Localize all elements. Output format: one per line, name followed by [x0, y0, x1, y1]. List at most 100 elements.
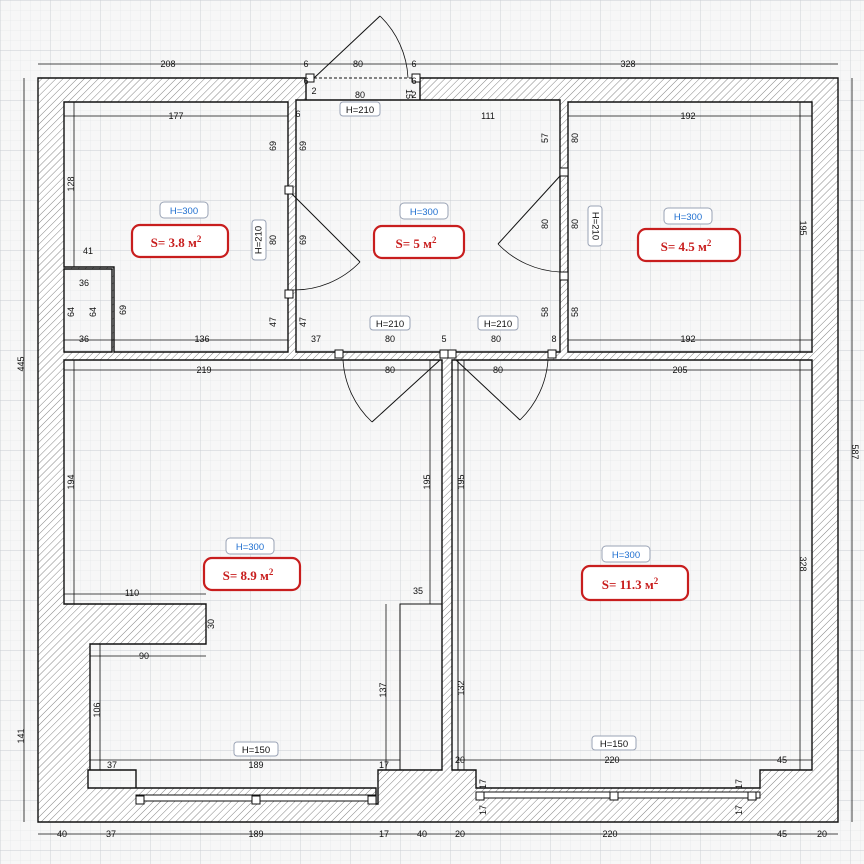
partition-lines: [64, 360, 459, 770]
dim-r5-20: 20: [455, 755, 465, 765]
door-height-room4: H=210: [376, 319, 404, 330]
entry-dimensions: 6 6 80 6 6 80 15 2 2 6 111: [295, 59, 494, 121]
dim-r4-30: 30: [206, 619, 216, 629]
dim-c-80a: 69: [298, 235, 308, 245]
dim-c-58a: 58: [540, 307, 550, 317]
dim-left-upper: 445: [16, 356, 26, 371]
dim-entry-80b: 80: [355, 90, 365, 100]
dim-bottom-3: 189: [248, 829, 263, 839]
dim-r4-106: 106: [92, 702, 102, 717]
dim-c-80d: 80: [385, 365, 395, 375]
dim-r4-37: 37: [107, 760, 117, 770]
dim-top-left: 208: [160, 59, 175, 69]
doors: [284, 15, 569, 423]
dim-bottom-8: 45: [777, 829, 787, 839]
dim-bottom-6: 20: [455, 829, 465, 839]
dim-r3-192a: 192: [680, 111, 695, 121]
dim-r1-41: 41: [83, 246, 93, 256]
dim-entry-6e: 6: [295, 109, 300, 119]
dim-entry-2a: 2: [311, 86, 316, 96]
room1-dimensions: 177 128 41 36 64 64 36 69 136 69 69 47 8…: [66, 111, 308, 344]
dim-r4-195: 195: [422, 474, 432, 489]
dimension-lines: [23, 63, 853, 835]
dim-r1-36a: 36: [79, 278, 89, 288]
room1-height: H=300: [170, 206, 198, 217]
dim-c-80g: 80: [570, 219, 580, 229]
room4-area: S= 8.9 м2: [223, 567, 274, 583]
dim-r4-137: 137: [378, 682, 388, 697]
dim-r5-17d: 17: [734, 805, 744, 815]
dim-r5-17b: 17: [478, 805, 488, 815]
dim-r5-132: 132: [456, 680, 466, 695]
dim-r3-195: 195: [798, 220, 808, 235]
dim-left-lower: 141: [16, 728, 26, 743]
dim-entry-6b: 6: [303, 76, 308, 86]
dim-entry-15: 15: [404, 89, 414, 99]
dim-bottom-7: 220: [602, 829, 617, 839]
dim-c-58b: 58: [570, 307, 580, 317]
room2-height: H=300: [410, 207, 438, 218]
dim-r5-17c: 17: [734, 779, 744, 789]
dim-c-57: 57: [540, 133, 550, 143]
dim-c-80e: 80: [493, 365, 503, 375]
dim-c-47: 47: [298, 317, 308, 327]
room5-area: S= 11.3 м2: [602, 576, 659, 592]
room4-height: H=300: [236, 542, 264, 553]
dim-r1-47: 47: [268, 317, 278, 327]
dim-r1-128: 128: [66, 176, 76, 191]
dim-entry-6c: 6: [411, 59, 416, 69]
dim-c-80c: 80: [491, 334, 501, 344]
dim-bottom-4: 17: [379, 829, 389, 839]
dim-entry-111: 111: [481, 111, 495, 121]
door-height-entry: H=210: [346, 105, 374, 116]
dim-entry-2b: 2: [411, 90, 416, 100]
dim-r1-64a: 64: [66, 307, 76, 317]
dim-r4-17: 17: [379, 760, 389, 770]
dim-bottom-2: 37: [106, 829, 116, 839]
dim-r5-17a: 17: [478, 779, 488, 789]
dim-r1-36b: 36: [79, 334, 89, 344]
dim-r4-110: 110: [125, 588, 139, 598]
room3-dimensions: 192 195 192: [680, 111, 808, 344]
dim-top-right: 328: [620, 59, 635, 69]
dim-bottom-5: 40: [417, 829, 427, 839]
dim-r4-90: 90: [139, 651, 149, 661]
door-height-room5: H=210: [484, 319, 512, 330]
dim-entry-6d: 6: [411, 76, 416, 86]
dim-r5-328: 328: [798, 556, 808, 571]
dim-r1-69: 69: [118, 305, 128, 315]
dim-r1-136: 136: [194, 334, 209, 344]
dim-c-80b: 80: [385, 334, 395, 344]
windows: [135, 791, 761, 805]
room2-area: S= 5 м2: [396, 235, 438, 251]
dim-bottom-9: 20: [817, 829, 827, 839]
dim-r5-205: 205: [672, 365, 687, 375]
room1-area: S= 3.8 м2: [151, 234, 202, 250]
dim-c-8: 8: [551, 334, 556, 344]
dim-r1-80: 80: [268, 235, 278, 245]
room5-height: H=300: [612, 550, 640, 561]
window-height-room4: H=150: [242, 745, 270, 756]
dim-r5-195: 195: [456, 474, 466, 489]
dim-r1-177: 177: [168, 111, 183, 121]
outer-dimensions: 208 328 445 141 587 40 37 189 17 40 20 2…: [16, 59, 860, 839]
opening-height-tags: H=210 H=210 H=210 H=210 H=210 H=150 H=15…: [233, 101, 637, 757]
dim-entry-80a: 80: [353, 59, 363, 69]
dim-r4-189: 189: [248, 760, 263, 770]
dim-r1-69b: 69: [268, 141, 278, 151]
dim-r1-64b: 64: [88, 307, 98, 317]
dim-bottom-1: 40: [57, 829, 67, 839]
dim-r5-45: 45: [777, 755, 787, 765]
room4-dimensions: 219 194 195 110 35 30 90 137 106 37 189 …: [66, 365, 432, 770]
window-height-room5: H=150: [600, 739, 628, 750]
dim-c-80f: 80: [540, 219, 550, 229]
dim-entry-6a: 6: [303, 59, 308, 69]
dim-r5-220: 220: [604, 755, 619, 765]
room3-height: H=300: [674, 212, 702, 223]
room3-area: S= 4.5 м2: [661, 238, 712, 254]
door-height-room1: H=210: [254, 226, 265, 254]
door-height-room3: H=210: [589, 212, 600, 240]
dim-r4-35: 35: [413, 586, 423, 596]
